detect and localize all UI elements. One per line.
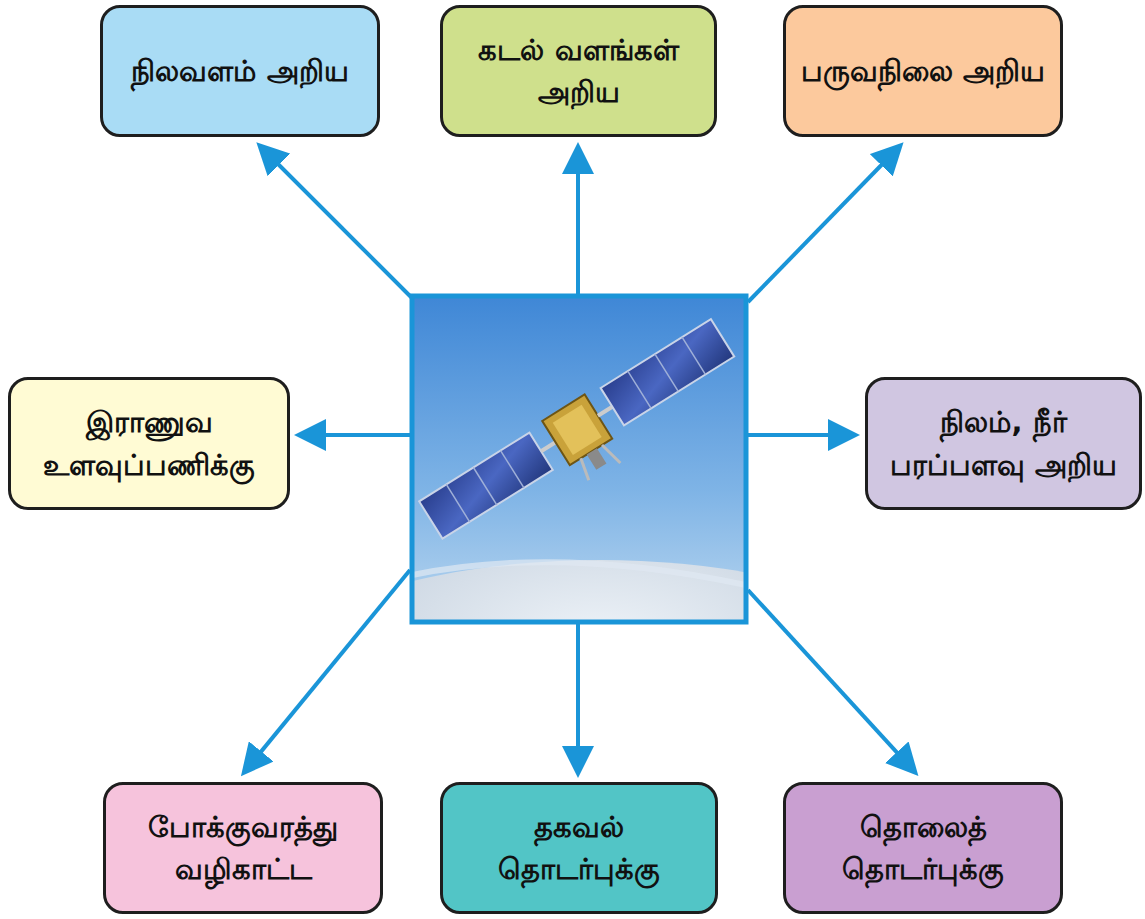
box-label: கடல் வளங்கள் அறிய [457, 29, 700, 113]
box-label: இராணுவ உளவுப்பணிக்கு [25, 401, 273, 485]
box-label: பருவநிலை அறிய [801, 50, 1045, 92]
label-box: தகவல் தொடர்புக்கு [440, 782, 718, 914]
box-label: தகவல் தொடர்புக்கு [457, 806, 701, 890]
satellite-photo [412, 296, 746, 622]
box-label: போக்குவரத்து வழிகாட்ட [120, 806, 366, 890]
arrows [246, 148, 913, 770]
label-box: பருவநிலை அறிய [783, 5, 1063, 137]
box-label: நிலம், நீர் பரப்பளவு அறிய [882, 401, 1125, 485]
arrow [748, 433, 852, 437]
box-label: தொலைத் தொடர்புக்கு [800, 806, 1046, 890]
label-box: இராணுவ உளவுப்பணிக்கு [8, 377, 290, 510]
arrow [576, 150, 580, 294]
label-box: தொலைத் தொடர்புக்கு [783, 782, 1063, 914]
label-box: போக்குவரத்து வழிகாட்ட [103, 782, 383, 914]
arrow [302, 433, 410, 437]
box-label: நிலவளம் அறிய [131, 50, 348, 92]
label-box: நிலவளம் அறிய [100, 5, 380, 137]
photo-frame [412, 296, 746, 622]
label-box: கடல் வளங்கள் அறிய [440, 5, 717, 137]
arrow [748, 590, 913, 770]
arrow [748, 148, 898, 302]
arrow [262, 148, 412, 298]
arrow [246, 570, 410, 770]
label-box: நிலம், நீர் பரப்பளவு அறிய [865, 377, 1142, 510]
arrow [576, 624, 580, 770]
